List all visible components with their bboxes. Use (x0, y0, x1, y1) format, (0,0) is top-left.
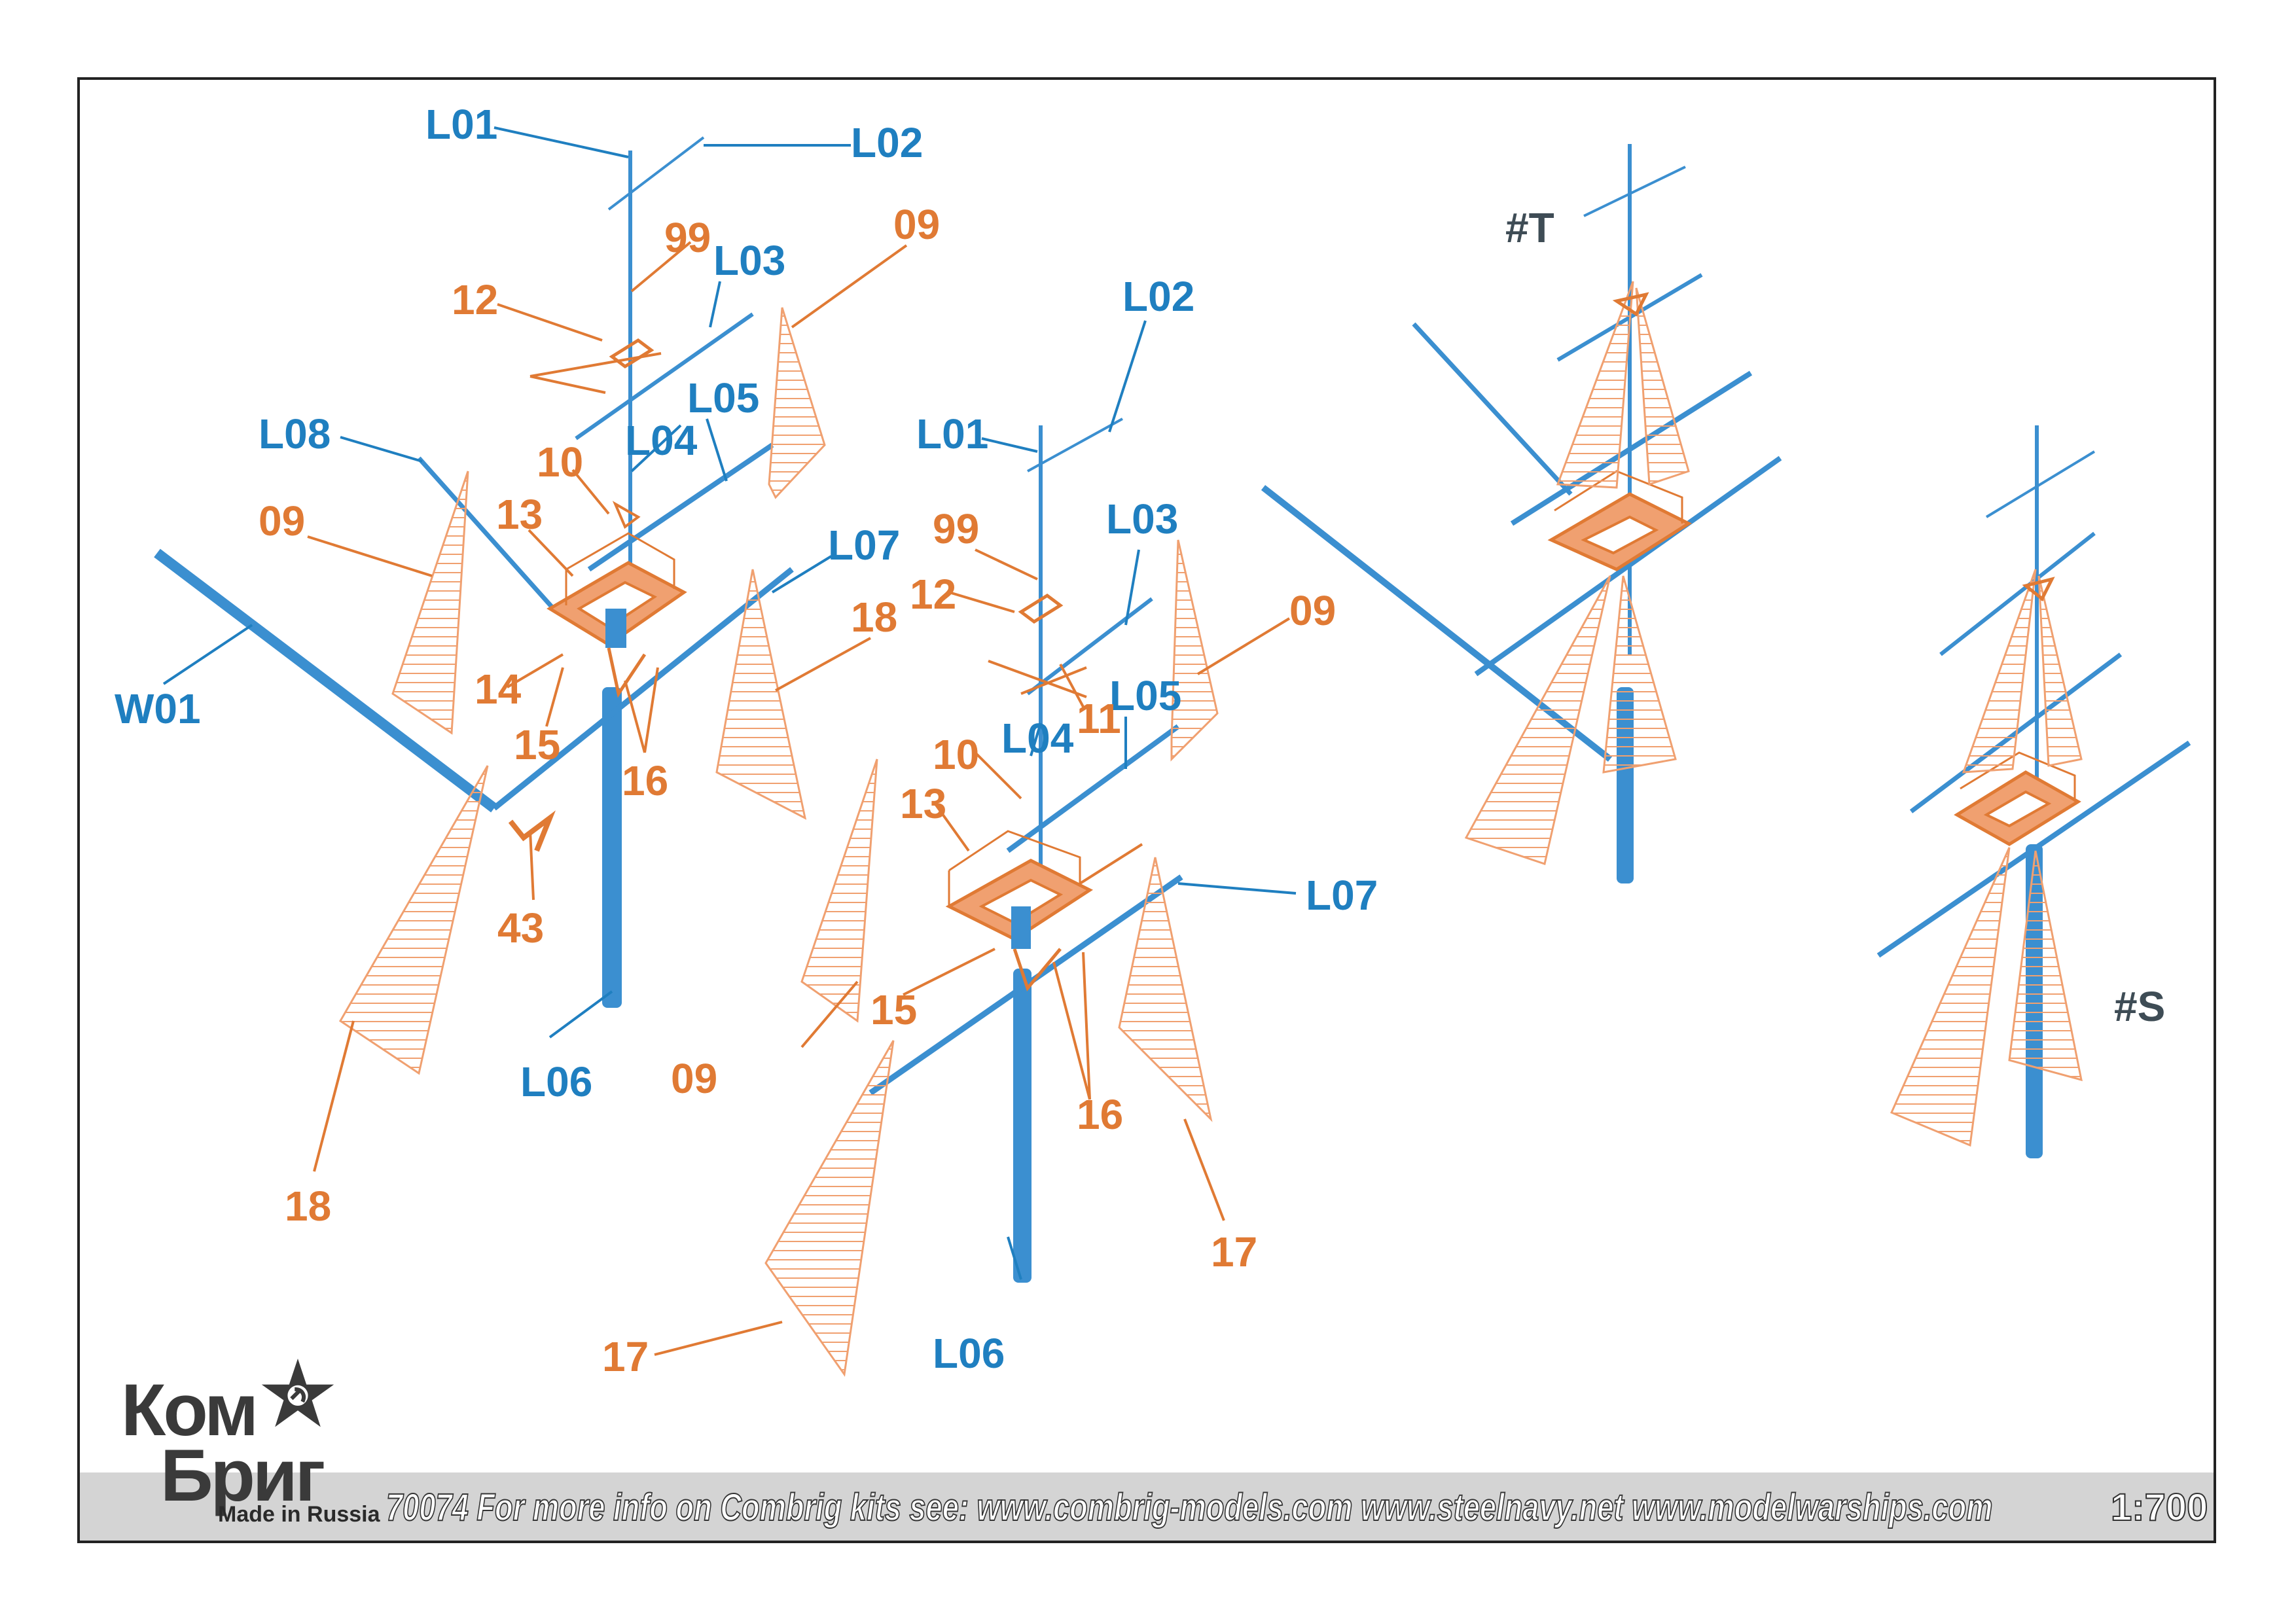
combrig-logo: Ком Бриг Made in Russia (121, 1359, 380, 1535)
label-left-14: 14 (475, 666, 522, 713)
center-ratline-09-upper (1170, 539, 1219, 762)
label-left-09b: 09 (259, 497, 305, 544)
label-left-W01: W01 (115, 685, 201, 732)
logo-word-top: Ком (121, 1369, 259, 1451)
left-platform (529, 338, 687, 698)
label-center-10: 10 (933, 731, 979, 778)
footer-info-text: 70074 For more info on Combrig kits see:… (386, 1486, 1993, 1529)
left-ratline-09-upper (768, 307, 826, 499)
mast-variant-S (1876, 425, 2191, 1158)
label-variant-T: #T (1505, 204, 1554, 251)
left-mast-assembly (154, 136, 826, 1075)
label-left-43: 43 (497, 904, 544, 952)
left-yard-L07 (492, 567, 794, 811)
left-yard-L02 (607, 136, 705, 211)
label-left-18a: 18 (851, 594, 897, 641)
label-center-L02: L02 (1122, 273, 1194, 320)
scale-label: 1:700 (2110, 1486, 2208, 1529)
variant-labels: #T #S (1505, 204, 2165, 1030)
center-orange-leaders (654, 548, 1291, 1356)
footer-band (80, 1472, 2214, 1541)
center-mast-pole-L06 (1013, 969, 1031, 1283)
label-center-12: 12 (910, 571, 956, 618)
label-left-12: 12 (452, 276, 498, 323)
star-icon (261, 1359, 334, 1427)
left-ratline-18-lower (338, 765, 489, 1075)
label-left-09a: 09 (893, 201, 940, 248)
label-center-L07: L07 (1306, 872, 1378, 919)
label-left-L01: L01 (425, 101, 497, 148)
mast-variant-T (1261, 144, 1782, 883)
label-left-18b: 18 (285, 1183, 331, 1230)
left-part-43 (508, 810, 556, 852)
label-center-17b: 17 (602, 1333, 649, 1380)
center-mast-assembly (764, 418, 1219, 1377)
label-left-16: 16 (622, 757, 668, 804)
left-gaff-L08 (417, 456, 558, 614)
center-platform (945, 593, 1143, 992)
label-center-09b: 09 (671, 1055, 717, 1102)
left-orange-leaders (307, 241, 908, 1172)
logo-tagline: Made in Russia (218, 1502, 380, 1527)
label-left-L03: L03 (713, 237, 785, 284)
left-yard-W01 (154, 548, 497, 813)
left-yard-L05 (587, 442, 774, 572)
label-center-L01: L01 (916, 410, 988, 457)
label-center-L06: L06 (933, 1330, 1005, 1377)
label-left-L04: L04 (625, 417, 698, 464)
label-center-09a: 09 (1289, 587, 1336, 634)
label-left-99: 99 (664, 214, 711, 261)
label-center-11: 11 (1077, 695, 1121, 742)
label-left-13: 13 (496, 491, 543, 538)
left-yard-L03 (575, 312, 754, 440)
center-mast-labels: L02 L01 L03 L05 L04 L07 L06 99 12 09 11 … (602, 273, 1378, 1380)
label-left-L02: L02 (851, 119, 923, 166)
left-mast-pole-L06 (602, 687, 622, 1008)
center-ratline-17-right (1118, 857, 1213, 1122)
center-ratline-17-lower (764, 1040, 895, 1377)
label-center-15: 15 (870, 986, 917, 1033)
left-mast-labels: L01 L02 L03 L05 L04 L08 L07 W01 L06 99 1… (115, 101, 940, 1230)
label-variant-S: #S (2114, 983, 2165, 1030)
left-ratline-09-left (391, 471, 469, 735)
label-center-17a: 17 (1211, 1228, 1257, 1275)
label-center-L05: L05 (1109, 672, 1181, 719)
label-left-L05: L05 (687, 374, 759, 421)
label-center-13: 13 (900, 780, 946, 827)
label-left-L06: L06 (520, 1058, 592, 1105)
center-yard-L05 (1006, 724, 1180, 853)
center-ratline-09-left (800, 758, 878, 1023)
label-center-L03: L03 (1106, 495, 1178, 543)
logo-word-bottom: Бриг (160, 1435, 325, 1516)
center-yard-L03 (1026, 597, 1153, 696)
left-blue-leaders (162, 126, 851, 1039)
label-left-L07: L07 (828, 522, 900, 569)
label-left-10: 10 (537, 438, 583, 486)
left-ratline-18-right (715, 569, 807, 820)
drawing-frame (77, 77, 2216, 1543)
label-left-15: 15 (514, 721, 560, 768)
label-center-16: 16 (1077, 1091, 1123, 1138)
center-blue-leaders (981, 320, 1297, 1280)
label-center-99: 99 (933, 505, 979, 552)
label-left-L08: L08 (259, 410, 331, 457)
center-yard-L02 (1027, 418, 1123, 473)
label-center-L04: L04 (1001, 715, 1074, 762)
